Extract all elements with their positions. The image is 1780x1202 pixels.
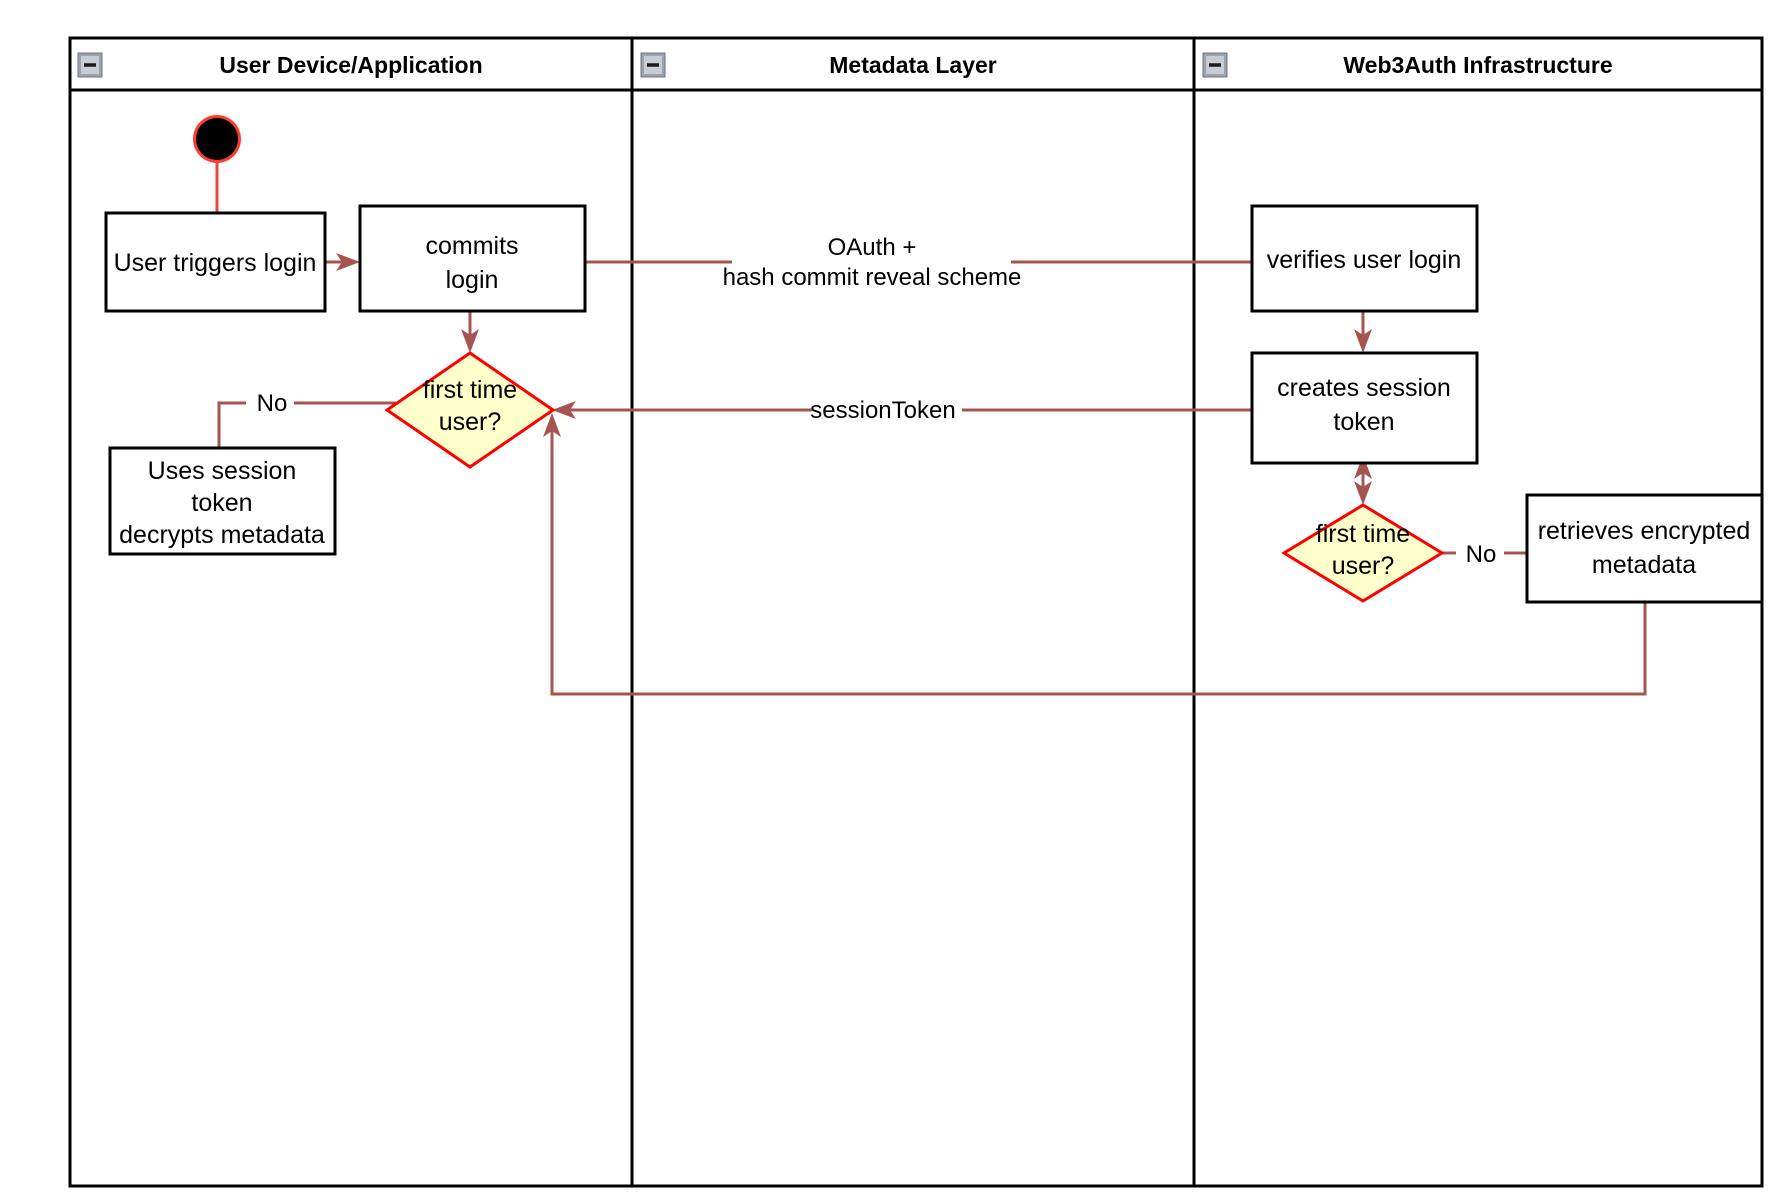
arrow-head-icon bbox=[461, 329, 479, 353]
node-commits-login[interactable]: commits login bbox=[358, 204, 587, 313]
node-label-line1: creates session bbox=[1277, 374, 1451, 402]
edge-commits-to-decision bbox=[461, 311, 479, 353]
node-label-line2: user? bbox=[1332, 552, 1395, 580]
collapse-minus-icon[interactable] bbox=[77, 52, 103, 78]
swimlane-frame bbox=[68, 36, 1764, 1188]
node-label: verifies user login bbox=[1267, 246, 1462, 274]
node-retrieves-encrypted-metadata[interactable]: retrieves encrypted metadata bbox=[1525, 493, 1764, 604]
node-label-line2: token bbox=[191, 489, 252, 517]
node-creates-session-token[interactable]: creates session token bbox=[1250, 351, 1479, 465]
edge-commits-to-verifies: OAuth + hash commit reveal scheme bbox=[585, 234, 1252, 291]
node-user-triggers-login[interactable]: User triggers login bbox=[104, 211, 327, 313]
node-label-line1: first time bbox=[423, 376, 517, 404]
node-label-line1: commits bbox=[425, 232, 518, 260]
edge-retrieves-to-client-decision bbox=[543, 413, 1647, 696]
edge-label-session-token: sessionToken bbox=[810, 397, 955, 424]
edge-verifies-to-creates bbox=[1354, 311, 1372, 353]
lane-title-web3auth: Web3Auth Infrastructure bbox=[1343, 52, 1612, 78]
lane-title-metadata: Metadata Layer bbox=[829, 52, 997, 78]
lane-header-web3auth[interactable]: Web3Auth Infrastructure bbox=[1202, 52, 1613, 78]
arrow-head-icon bbox=[336, 253, 360, 271]
start-node[interactable] bbox=[193, 115, 241, 163]
node-verifies-user-login[interactable]: verifies user login bbox=[1250, 204, 1479, 313]
node-label-line1: retrieves encrypted bbox=[1538, 517, 1751, 545]
node-first-time-user-server[interactable]: first time user? bbox=[1281, 503, 1445, 603]
lane-header-metadata[interactable]: Metadata Layer bbox=[640, 52, 997, 78]
edge-trigger-to-commits bbox=[325, 253, 360, 271]
node-label-line2: metadata bbox=[1592, 551, 1696, 579]
arrow-head-icon bbox=[552, 401, 576, 419]
node-first-time-user-client[interactable]: first time user? bbox=[384, 351, 556, 469]
edge-creates-to-client-decision: sessionToken bbox=[552, 397, 1252, 424]
node-label-line1: Uses session bbox=[148, 457, 297, 485]
edge-decision-no-to-uses: No bbox=[217, 386, 396, 448]
arrow-head-icon bbox=[543, 413, 561, 437]
node-label-line2: user? bbox=[439, 408, 502, 436]
node-label-line1: first time bbox=[1316, 520, 1410, 548]
arrow-head-icon bbox=[1354, 481, 1372, 505]
collapse-minus-icon[interactable] bbox=[640, 52, 666, 78]
node-label-line2: token bbox=[1333, 408, 1394, 436]
arrow-head-icon bbox=[1354, 455, 1372, 479]
collapse-minus-icon[interactable] bbox=[1202, 52, 1228, 78]
node-label-line2: login bbox=[446, 266, 499, 294]
pool-outline bbox=[68, 36, 1764, 1188]
node-label-line3: decrypts metadata bbox=[119, 521, 325, 549]
lane-header-user-device[interactable]: User Device/Application bbox=[77, 52, 483, 78]
node-uses-session-token[interactable]: Uses session token decrypts metadata bbox=[108, 446, 337, 556]
edge-creates-to-decision bbox=[1354, 455, 1372, 505]
edge-label-no-server: No bbox=[1466, 541, 1497, 568]
edge-label-oauth-line1: OAuth + bbox=[828, 234, 917, 261]
edge-label-oauth-line2: hash commit reveal scheme bbox=[723, 264, 1022, 291]
edge-server-decision-no-to-retrieves: No bbox=[1440, 537, 1527, 569]
node-label: User triggers login bbox=[114, 249, 317, 277]
edge-label-no-client: No bbox=[257, 390, 288, 417]
arrow-head-icon bbox=[1354, 329, 1372, 353]
lane-title-user-device: User Device/Application bbox=[219, 52, 482, 78]
